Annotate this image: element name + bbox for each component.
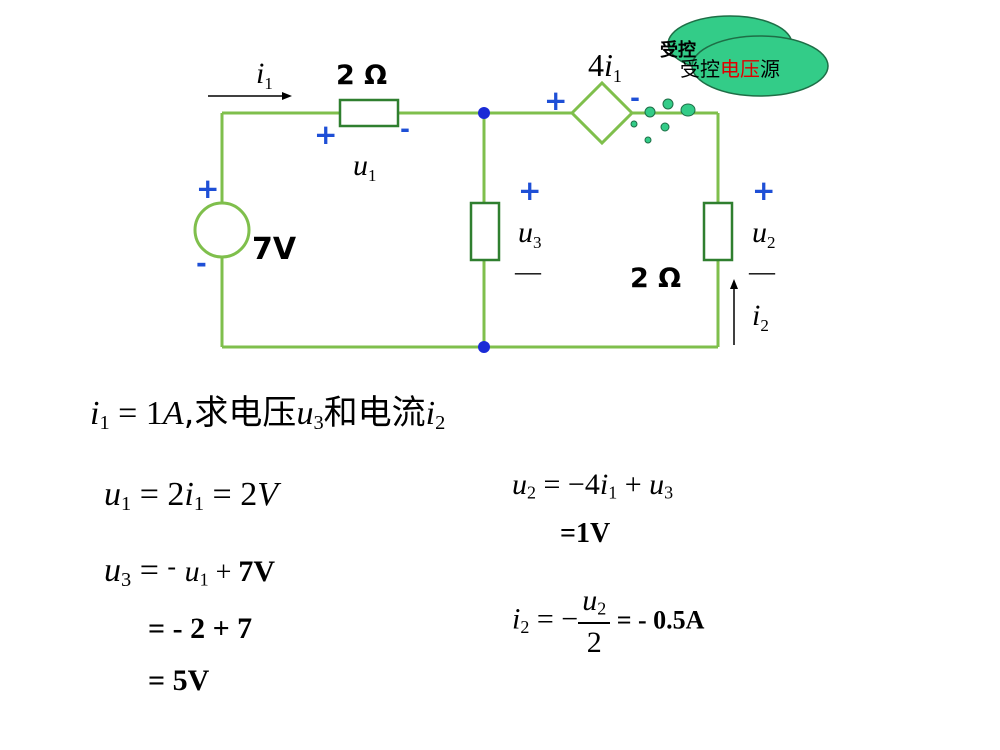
callout-bubble-3: [644, 106, 656, 118]
equation-u1: u1 = 2i1 = 2V: [104, 476, 279, 516]
callout-text-a: 受控: [680, 57, 720, 81]
voltage-source: [193, 201, 251, 259]
label-i2: i2: [752, 299, 769, 335]
equation-u3: u3 = - u1 + 7V: [104, 552, 276, 592]
resistor-r1: [338, 98, 400, 128]
callout-bubble-1: [680, 103, 696, 117]
callout-hidden-text: 受控: [660, 39, 696, 61]
junction-node-bottom: [478, 341, 490, 353]
callout-text-b: 电压: [720, 57, 760, 81]
label-dependent-source: 4i1: [588, 47, 622, 86]
resistor-r2: [702, 201, 734, 262]
problem-statement: i1 = 1A,求电压u3和电流i2: [90, 393, 446, 435]
label-i1: i1: [256, 57, 273, 93]
resistor-r3: [469, 201, 501, 262]
current-arrow-i1: [208, 92, 292, 100]
current-arrow-i2: [730, 279, 738, 345]
callout-text-c: 源: [760, 57, 780, 81]
equation-u3-step3: = 5V: [148, 664, 210, 697]
r1-plus-sign: +: [314, 118, 337, 151]
callout-bubble-4: [660, 122, 670, 132]
callout-bubble-2: [662, 98, 674, 110]
source-minus-sign: -: [196, 249, 207, 279]
source-plus-sign: +: [196, 172, 219, 205]
callout-cloud-front: [691, 35, 829, 97]
label-u3: u3: [518, 216, 542, 252]
resistor-r2-label: 2 Ω: [630, 263, 681, 294]
u2-plus-sign: +: [752, 174, 775, 207]
r1-minus-sign: -: [400, 115, 410, 143]
equation-u3-step2: = - 2 + 7: [148, 612, 253, 645]
u3-minus-sign: —: [514, 257, 542, 286]
equation-u2: u2 = −4i1 + u3: [512, 468, 674, 503]
dep-plus-sign: +: [544, 84, 567, 117]
resistor-r1-label: 2 Ω: [336, 60, 387, 91]
source-label: 7V: [252, 232, 297, 267]
junction-node-top: [478, 107, 490, 119]
dep-minus-sign: -: [630, 84, 640, 112]
label-u1: u1: [353, 149, 377, 185]
u3-plus-sign: +: [518, 174, 541, 207]
callout-text: 受控电压源: [680, 57, 780, 81]
equation-u2-result: =1V: [560, 518, 611, 549]
dependent-voltage-source: [569, 80, 635, 146]
callout-bubble-5: [630, 120, 638, 128]
u2-minus-sign: —: [748, 257, 776, 286]
callout-cloud: [630, 15, 829, 144]
callout-bubble-6: [644, 136, 652, 144]
label-u2: u2: [752, 216, 776, 252]
